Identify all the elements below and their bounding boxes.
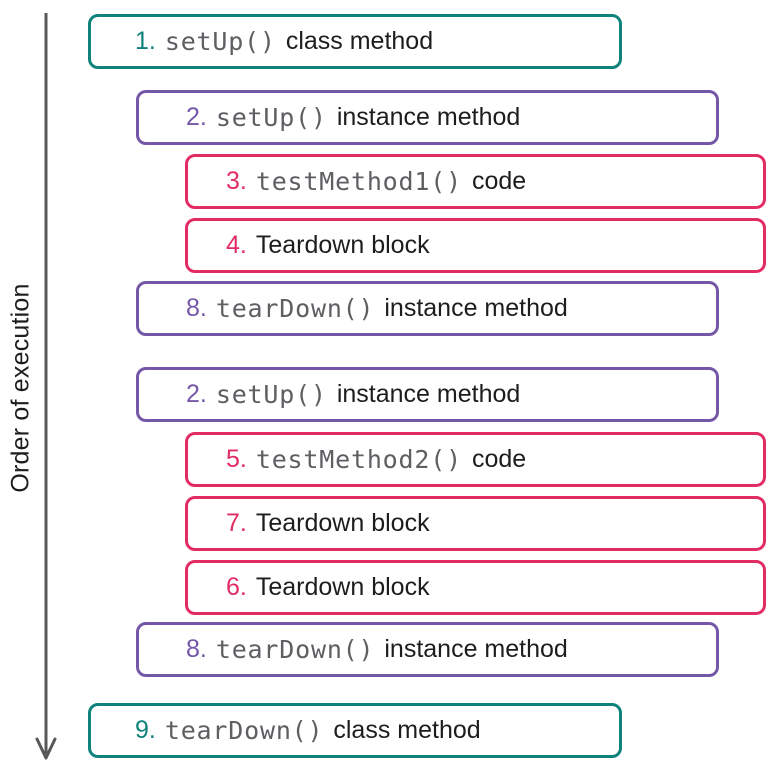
step-box-testmethod2: 5. testMethod2() code: [185, 432, 766, 487]
step-box-teardown-instance-1: 8. tearDown() instance method: [136, 281, 719, 336]
step-label: Teardown block: [255, 509, 430, 537]
step-code: tearDown(): [215, 635, 375, 664]
step-code: testMethod2(): [255, 445, 462, 474]
step-box-setup-instance-1: 2. setUp() instance method: [136, 90, 719, 145]
step-box-teardown-block-4: 4. Teardown block: [185, 218, 766, 273]
step-box-teardown-instance-2: 8. tearDown() instance method: [136, 622, 719, 677]
step-box-testmethod1: 3. testMethod1() code: [185, 154, 766, 209]
step-code: tearDown(): [215, 294, 375, 323]
step-label: instance method: [336, 103, 521, 131]
step-number: 2.: [186, 380, 207, 408]
order-of-execution-label: Order of execution: [6, 283, 35, 493]
step-number: 7.: [226, 509, 247, 537]
step-number: 4.: [226, 231, 247, 259]
down-arrow-icon: [35, 13, 57, 760]
step-label: Teardown block: [255, 573, 430, 601]
step-number: 8.: [186, 635, 207, 663]
step-number: 6.: [226, 573, 247, 601]
step-code: testMethod1(): [255, 167, 462, 196]
step-label: instance method: [384, 294, 568, 322]
step-box-teardown-block-6: 6. Teardown block: [185, 560, 766, 615]
step-box-setup-class: 1. setUp() class method: [88, 14, 622, 69]
step-number: 2.: [186, 103, 207, 131]
step-number: 3.: [226, 167, 247, 195]
step-number: 1.: [135, 27, 156, 55]
step-label: code: [471, 445, 527, 473]
step-label: Teardown block: [255, 231, 430, 259]
step-label: code: [471, 167, 527, 195]
step-code: setUp(): [215, 103, 327, 132]
step-label: instance method: [384, 635, 568, 663]
step-box-teardown-class: 9. tearDown() class method: [88, 703, 622, 758]
step-number: 5.: [226, 445, 247, 473]
step-number: 9.: [135, 716, 156, 744]
step-label: class method: [333, 716, 481, 744]
step-box-teardown-block-7: 7. Teardown block: [185, 496, 766, 551]
step-code: tearDown(): [164, 716, 324, 745]
step-number: 8.: [186, 294, 207, 322]
step-code: setUp(): [164, 27, 276, 56]
step-label: class method: [285, 27, 434, 55]
step-box-setup-instance-2: 2. setUp() instance method: [136, 367, 719, 422]
step-label: instance method: [336, 380, 521, 408]
step-code: setUp(): [215, 380, 327, 409]
